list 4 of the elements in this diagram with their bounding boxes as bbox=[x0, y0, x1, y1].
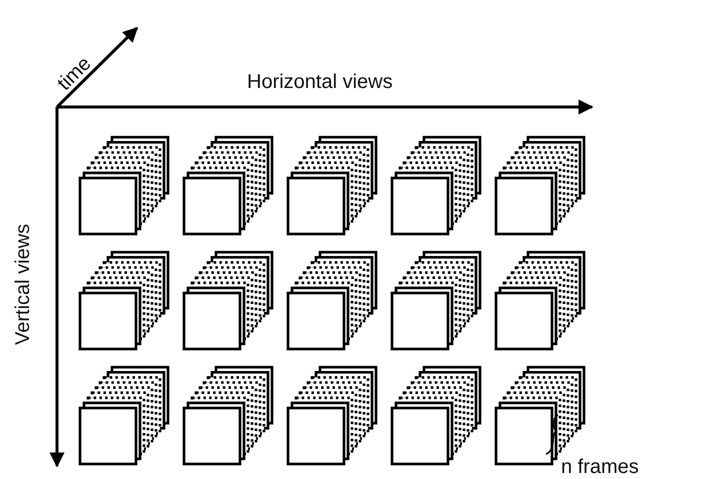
axis-label: Horizontal views bbox=[247, 72, 393, 92]
axis-label: time bbox=[54, 53, 95, 94]
annotation-text: n frames bbox=[561, 457, 639, 477]
axis-label: Vertical views bbox=[13, 224, 33, 345]
